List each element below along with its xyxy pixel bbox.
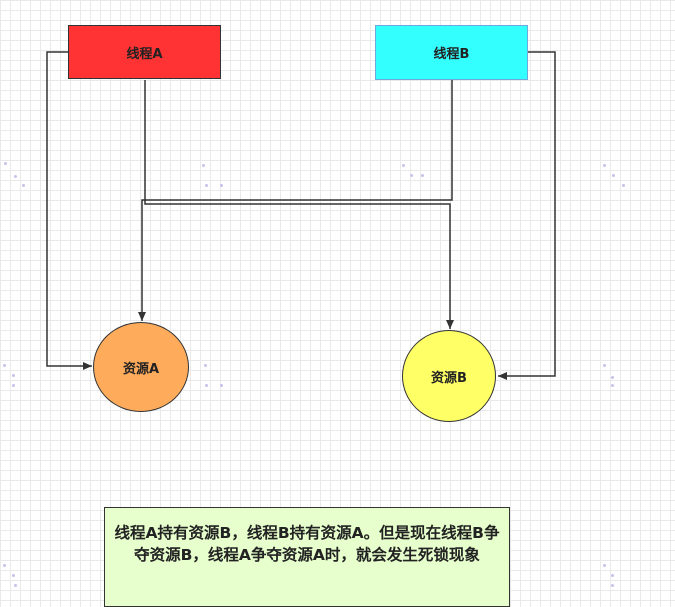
grid-handle-dot [220,184,223,187]
edge-thread-a-to-resource-b [144,80,454,329]
grid-handle-dot [205,384,208,387]
grid-handle-dot [410,174,413,177]
edge-thread-b-to-resource-b [498,51,556,380]
thread-b-node[interactable]: 线程B [375,25,528,80]
grid-handle-dot [204,364,207,367]
grid-handle-dot [205,184,208,187]
grid-handle-dot [603,564,606,567]
grid-handle-dot [611,584,614,587]
grid-handle-dot [12,574,15,577]
grid-handle-dot [14,175,17,178]
grid-handle-dot [3,364,6,367]
grid-handle-dot [14,584,17,587]
grid-handle-dot [603,164,606,167]
grid-handle-dot [603,364,606,367]
explanation-note[interactable]: 线程A持有资源B，线程B持有资源A。但是现在线程B争夺资源B，线程A争夺资源A时… [104,507,510,607]
grid-handle-dot [22,184,25,187]
grid-handle-dot [611,574,614,577]
grid-handle-dot [202,164,205,167]
resource-a-label: 资源A [122,361,160,377]
grid-handle-dot [611,376,614,379]
grid-handle-dot [402,164,405,167]
thread-a-label: 线程A [126,46,163,62]
grid-handle-dot [421,174,424,177]
grid-handle-dot [12,374,15,377]
resource-a-node[interactable]: 资源A [93,322,189,412]
thread-a-node[interactable]: 线程A [68,25,221,79]
grid-handle-dot [612,174,615,177]
resource-b-node[interactable]: 资源B [402,330,496,422]
edge-thread-b-to-resource-a [138,80,453,321]
grid-handle-dot [12,384,15,387]
grid-handle-dot [622,184,625,187]
grid-handle-dot [611,384,614,387]
edge-thread-a-to-resource-a [46,51,92,370]
resource-b-label: 资源B [431,370,467,386]
grid-handle-dot [4,162,7,165]
grid-handle-dot [220,384,223,387]
thread-b-label: 线程B [433,47,470,62]
grid-handle-dot [3,564,6,567]
explanation-text: 线程A持有资源B，线程B持有资源A。但是现在线程B争夺资源B，线程A争夺资源A时… [114,524,500,564]
